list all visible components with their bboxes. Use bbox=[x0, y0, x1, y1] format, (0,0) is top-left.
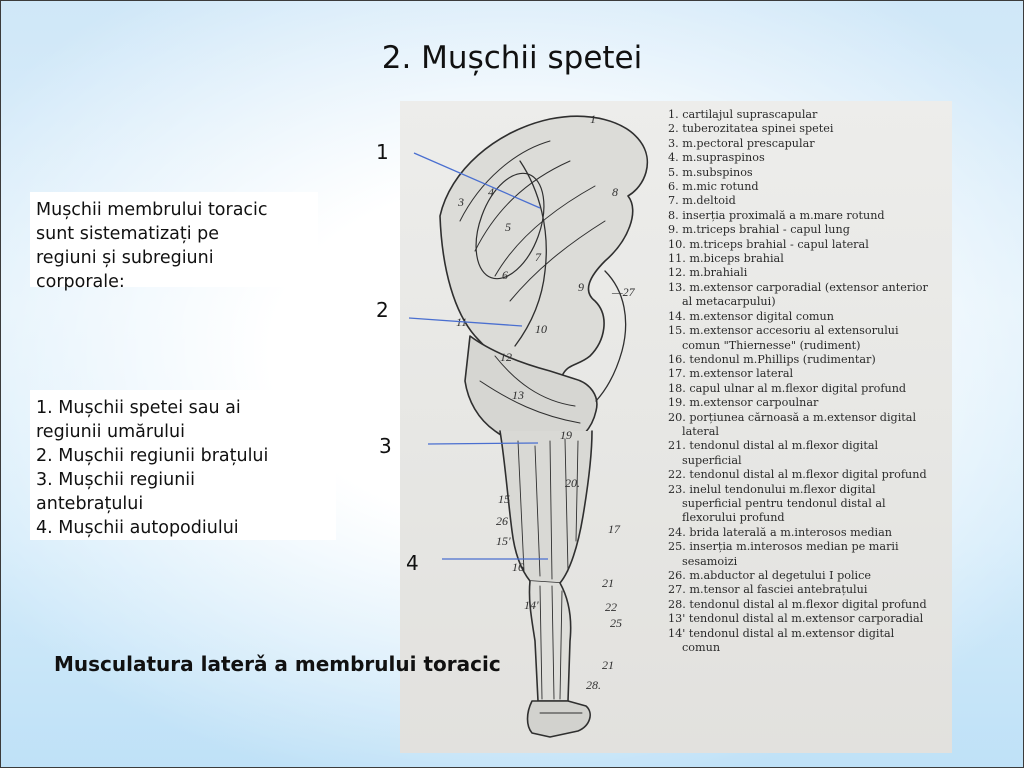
region-line: 1. Mușchii spetei sau ai bbox=[36, 398, 241, 418]
intro-line: corporale: bbox=[36, 272, 125, 292]
svg-text:21: 21 bbox=[602, 658, 614, 672]
region-marker-3: 3 bbox=[379, 434, 392, 458]
region-line: 2. Mușchii regiunii brațului bbox=[36, 446, 269, 466]
region-marker-1: 1 bbox=[376, 140, 389, 164]
svg-text:4: 4 bbox=[488, 185, 494, 199]
region-marker-4: 4 bbox=[406, 551, 419, 575]
legend-item: 11. m.biceps brahial bbox=[668, 252, 784, 266]
legend-item: 14' tendonul distal al m.extensor digita… bbox=[668, 626, 895, 640]
legend-item: 15. m.extensor accesoriu al extensorului bbox=[668, 324, 899, 338]
legend-item-continuation: sesamoizi bbox=[682, 554, 738, 568]
legend-item: 28. tendonul distal al m.flexor digital … bbox=[668, 597, 927, 611]
legend-item: 27. m.tensor al fasciei antebrațului bbox=[668, 583, 868, 597]
legend-item: 21. tendonul distal al m.flexor digital bbox=[668, 439, 879, 453]
svg-text:17: 17 bbox=[608, 522, 621, 536]
legend-item: 7. m.deltoid bbox=[668, 194, 736, 208]
legend-item: 2. tuberozitatea spinei spetei bbox=[668, 122, 834, 136]
legend-item-continuation: al metacarpului) bbox=[682, 295, 776, 309]
svg-text:8: 8 bbox=[612, 185, 618, 199]
svg-text:5: 5 bbox=[505, 220, 511, 234]
svg-text:22: 22 bbox=[605, 600, 617, 614]
intro-line: Mușchii membrului toracic bbox=[36, 200, 268, 220]
anatomy-figure: 1 4 3 8 5 7 6 9 —27 11 10 12 13 19 20. 1… bbox=[400, 101, 952, 753]
legend-item: 26. m.abductor al degetului I police bbox=[668, 569, 872, 582]
intro-line: sunt sistematizați pe bbox=[36, 224, 220, 244]
svg-text:13: 13 bbox=[512, 388, 524, 402]
legend-item: 18. capul ulnar al m.flexor digital prof… bbox=[668, 381, 907, 395]
svg-text:10: 10 bbox=[535, 322, 547, 336]
legend-item-continuation: comun "Thiernesse" (rudiment) bbox=[682, 338, 861, 352]
svg-text:14': 14' bbox=[524, 598, 539, 612]
leader-line-2 bbox=[408, 317, 523, 327]
regions-list-box: 1. Mușchii spetei sau ai regiunii umărul… bbox=[30, 390, 336, 540]
legend-item: 23. inelul tendonului m.flexor digital bbox=[668, 482, 876, 496]
svg-text:9: 9 bbox=[578, 280, 584, 294]
legend-item: 13' tendonul distal al m.extensor carpor… bbox=[668, 612, 924, 626]
legend-item: 6. m.mic rotund bbox=[668, 180, 759, 194]
legend-item: 10. m.triceps brahial - capul lateral bbox=[668, 237, 869, 251]
legend-item: 16. tendonul m.Phillips (rudimentar) bbox=[668, 352, 876, 366]
legend-item: 19. m.extensor carpoulnar bbox=[668, 396, 819, 410]
legend-item-continuation: comun bbox=[682, 641, 721, 655]
legend-item: 8. inserția proximală a m.mare rotund bbox=[668, 208, 885, 222]
svg-text:28.: 28. bbox=[586, 678, 601, 692]
legend-item: 9. m.triceps brahial - capul lung bbox=[668, 223, 850, 237]
svg-text:19: 19 bbox=[560, 428, 572, 442]
legend-item: 5. m.subspinos bbox=[668, 165, 753, 179]
legend-item: 12. m.brahiali bbox=[668, 266, 748, 280]
legend-item: 22. tendonul distal al m.flexor digital … bbox=[668, 468, 927, 482]
svg-text:12: 12 bbox=[500, 350, 512, 364]
slide-title: 2. Mușchii spetei bbox=[381, 40, 643, 76]
figure-caption: Musculatura laterǎ a membrului toracic bbox=[54, 652, 501, 676]
legend-item: 13. m.extensor carporadial (extensor ant… bbox=[668, 280, 928, 294]
svg-text:26: 26 bbox=[496, 514, 508, 528]
legend-item-continuation: lateral bbox=[682, 424, 719, 438]
svg-text:1: 1 bbox=[590, 112, 596, 126]
legend-item: 17. m.extensor lateral bbox=[668, 367, 794, 381]
legend-item: 24. brida laterală a m.interosos median bbox=[668, 525, 893, 539]
legend-item: 20. porțiunea cărnoasă a m.extensor digi… bbox=[668, 410, 917, 424]
region-line: 3. Mușchii regiunii bbox=[36, 470, 196, 490]
legend-item: 4. m.supraspinos bbox=[668, 151, 765, 165]
forelimb-muscle-drawing: 1 4 3 8 5 7 6 9 —27 11 10 12 13 19 20. 1… bbox=[439, 112, 649, 738]
svg-text:6: 6 bbox=[502, 268, 508, 282]
svg-text:15: 15 bbox=[498, 492, 510, 506]
svg-text:25: 25 bbox=[610, 616, 622, 630]
svg-text:—27: —27 bbox=[611, 285, 636, 299]
intro-line: regiuni și subregiuni bbox=[36, 248, 214, 268]
leader-line-3 bbox=[427, 442, 539, 445]
legend-item-continuation: flexorului profund bbox=[682, 511, 785, 525]
svg-text:3: 3 bbox=[457, 195, 464, 209]
intro-text-box: Mușchii membrului toracic sunt sistemati… bbox=[30, 192, 318, 292]
legend-item: 25. inserția m.interosos median pe marii bbox=[668, 540, 899, 554]
region-line: regiunii umărului bbox=[36, 422, 185, 442]
svg-text:21: 21 bbox=[602, 576, 614, 590]
legend-item: 1. cartilajul suprascapular bbox=[668, 108, 818, 121]
svg-text:16: 16 bbox=[512, 560, 524, 574]
svg-text:20.: 20. bbox=[565, 476, 580, 490]
legend-item: 14. m.extensor digital comun bbox=[668, 309, 834, 323]
svg-text:7: 7 bbox=[535, 250, 542, 264]
legend-item: 3. m.pectoral prescapular bbox=[668, 136, 815, 150]
svg-text:15': 15' bbox=[496, 534, 511, 548]
legend-item-continuation: superficial pentru tendonul distal al bbox=[682, 496, 886, 510]
region-marker-2: 2 bbox=[376, 298, 389, 322]
leader-line-1 bbox=[413, 152, 541, 209]
region-line: antebrațului bbox=[36, 494, 144, 514]
region-line: 4. Mușchii autopodiului bbox=[36, 518, 239, 538]
legend-item-continuation: superficial bbox=[682, 453, 742, 467]
